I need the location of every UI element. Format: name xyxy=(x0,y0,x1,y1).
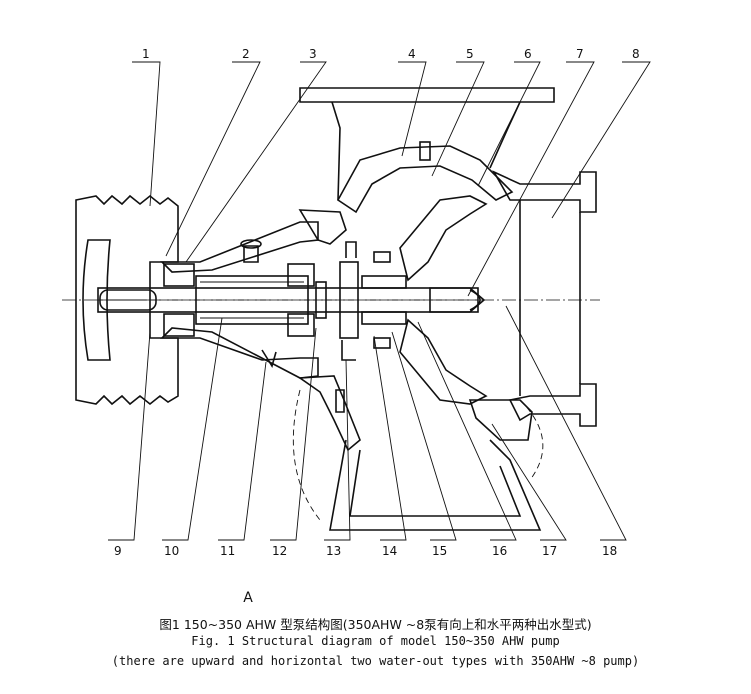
callout-2: 2 xyxy=(242,47,250,61)
callout-12: 12 xyxy=(272,544,287,558)
leader-lines xyxy=(108,61,651,541)
drain-plug xyxy=(335,389,345,413)
pump-casing xyxy=(297,141,542,531)
callout-9: 9 xyxy=(114,544,122,558)
callout-7: 7 xyxy=(576,47,584,61)
outlet-pipe xyxy=(492,170,597,427)
callout-5: 5 xyxy=(466,47,474,61)
impeller xyxy=(399,195,488,405)
callout-16: 16 xyxy=(492,544,507,558)
callout-4: 4 xyxy=(408,47,416,61)
caption-english-title: Fig. 1 Structural diagram of model 150~3… xyxy=(191,634,560,648)
stuffing-box xyxy=(315,241,407,361)
callout-18: 18 xyxy=(602,544,617,558)
callout-17: 17 xyxy=(542,544,557,558)
callout-10: 10 xyxy=(164,544,179,558)
caption-english-note: (there are upward and horizontal two wat… xyxy=(111,654,640,668)
callout-6: 6 xyxy=(524,47,532,61)
inlet-flange xyxy=(299,87,555,201)
view-label: A xyxy=(243,590,253,606)
callout-11: 11 xyxy=(220,544,235,558)
callout-13: 13 xyxy=(326,544,341,558)
pump-shaft xyxy=(97,287,479,313)
callout-15: 15 xyxy=(432,544,447,558)
callout-3: 3 xyxy=(309,47,317,61)
caption-chinese: 图1 150~350 AHW 型泵结构图(350AHW ~8泵有向上和水平两种出… xyxy=(159,617,592,632)
callout-8: 8 xyxy=(632,47,640,61)
bearing-housing xyxy=(160,221,319,379)
callout-1: 1 xyxy=(142,47,150,61)
callout-14: 14 xyxy=(382,544,397,558)
alternate-outlet-outline xyxy=(292,389,544,521)
